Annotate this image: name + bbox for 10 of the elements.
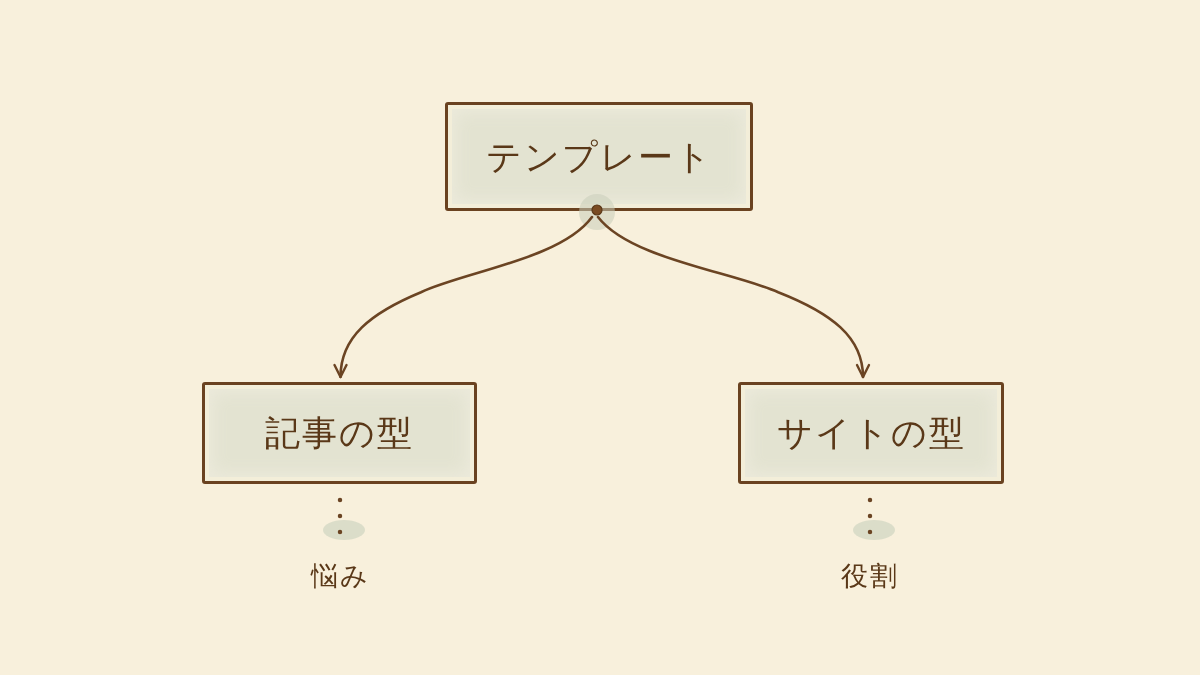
sub-label: 役割 xyxy=(836,556,904,596)
box-title: 記事の型 xyxy=(265,412,414,455)
curved-arrow xyxy=(596,215,870,379)
box-title: サイトの型 xyxy=(776,412,966,455)
label-box xyxy=(202,382,477,484)
label-box xyxy=(738,382,1004,484)
box-title: テンプレート xyxy=(485,135,713,179)
label-box xyxy=(445,102,753,211)
sub-label: 悩み xyxy=(306,556,374,596)
curved-arrow xyxy=(334,215,594,379)
